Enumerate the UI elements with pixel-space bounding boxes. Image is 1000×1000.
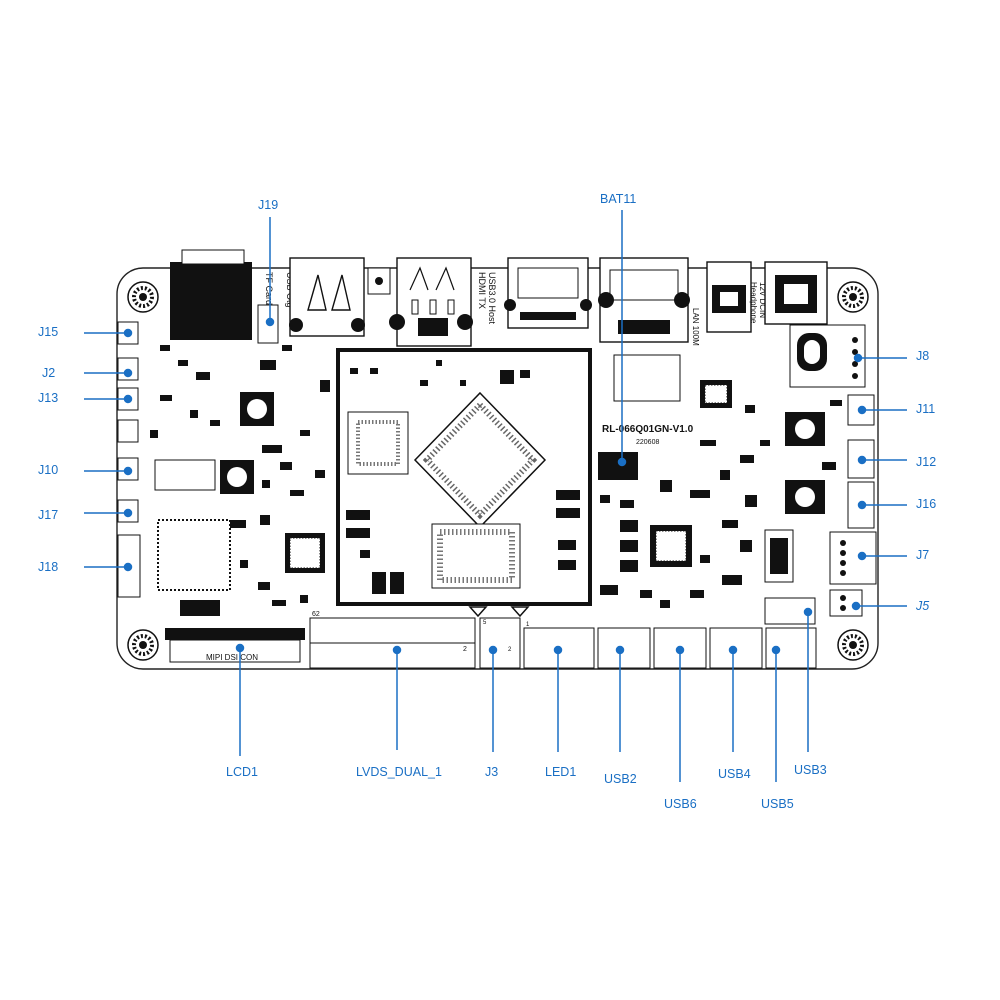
j3-pin-5: 5 [483, 620, 487, 626]
label-j16: J16 [916, 497, 937, 511]
label-j5: J5 [916, 599, 930, 613]
dram-chip [347, 411, 409, 475]
usb3-host-silk: USB3.0 Host [487, 272, 497, 325]
label-usb2: USB2 [604, 772, 637, 786]
lan-port [598, 257, 690, 343]
label-j7: J7 [916, 548, 930, 562]
headphone-jack [706, 261, 752, 333]
lvds-header [309, 617, 476, 669]
board-model-silk: RL-066Q01GN-V1.0 [602, 424, 694, 435]
led1-pin-1: 1 [526, 622, 530, 628]
left-small-parts [150, 345, 330, 606]
usb-port [289, 257, 365, 337]
label-j8: J8 [916, 349, 930, 363]
right-small-parts [600, 400, 842, 608]
label-j11: J11 [916, 402, 936, 416]
mounting-hole-tr [837, 281, 869, 313]
board-date-silk: 220608 [636, 439, 659, 446]
headphone-silk: Headphone [749, 282, 758, 324]
label-usb6: USB6 [664, 797, 697, 811]
mounting-hole-tl [127, 281, 159, 313]
j8-connector [789, 324, 866, 388]
label-j17: J17 [38, 508, 59, 522]
lvds-pin-2: 2 [463, 646, 467, 653]
label-j19: J19 [258, 198, 279, 212]
label-j18: J18 [38, 560, 59, 574]
label-bat11: BAT11 [600, 192, 637, 206]
right-connectors [829, 394, 877, 617]
mipi-dsi-connector [165, 628, 305, 663]
label-j12: J12 [916, 455, 937, 469]
tf-card-silk: TF Card [264, 272, 274, 305]
hdmi-tx-silk: HDMI TX [477, 272, 487, 309]
label-usb4: USB4 [718, 767, 751, 781]
label-led1: LED1 [545, 765, 577, 779]
right-area-components [598, 354, 825, 583]
emmc-chip [431, 523, 521, 589]
mounting-hole-br [837, 629, 869, 661]
usb3-host-port [389, 257, 473, 347]
mounting-hole-bl [127, 629, 159, 661]
lan-silk: LAN 100M [691, 308, 700, 346]
label-usb3: USB3 [794, 763, 827, 777]
label-j13: J13 [38, 391, 59, 405]
label-j15: J15 [38, 325, 59, 339]
dcin-silk: 12V DCIN [758, 282, 767, 318]
hdmi-port [504, 257, 592, 329]
j3-pin-2: 2 [508, 647, 512, 653]
lvds-pin-62: 62 [312, 611, 320, 618]
label-lvds-dual-1: LVDS_DUAL_1 [356, 765, 442, 779]
label-j2: J2 [42, 366, 56, 380]
j3-header [468, 606, 530, 669]
label-usb5: USB5 [761, 797, 794, 811]
tf-card-slot [170, 262, 252, 340]
callout-lines [84, 210, 907, 782]
label-lcd1: LCD1 [226, 765, 258, 779]
label-j3: J3 [485, 765, 499, 779]
som-components [346, 360, 580, 594]
left-area-components [154, 392, 325, 616]
dc-jack [764, 261, 828, 325]
left-connectors [117, 321, 141, 598]
mipi-dsi-silk: MIPI DSI CON [206, 653, 258, 662]
j7-pins [840, 540, 846, 611]
label-j10: J10 [38, 463, 59, 477]
